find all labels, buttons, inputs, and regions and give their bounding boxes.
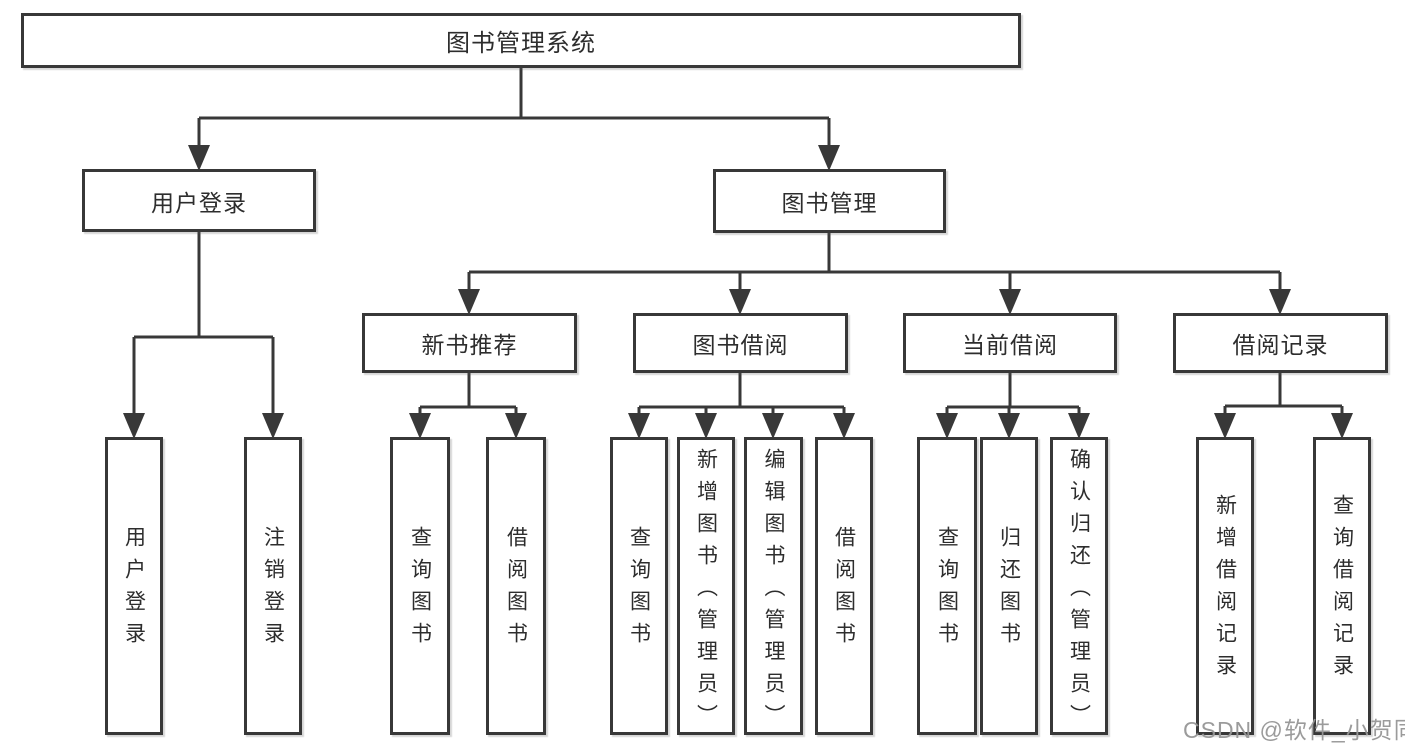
leaf-query-books-recommend: 查询图书 [390, 437, 450, 735]
node-borrowing-records: 借阅记录 [1173, 313, 1388, 373]
leaf-borrow-books-recommend: 借阅图书 [486, 437, 546, 735]
leaf-edit-books-admin: 编辑图书（管理员） [744, 437, 803, 736]
node-root-system: 图书管理系统 [21, 13, 1021, 68]
leaf-borrow-books: 借阅图书 [815, 437, 873, 735]
node-current-borrowing: 当前借阅 [903, 313, 1117, 373]
leaf-return-books: 归还图书 [980, 437, 1038, 735]
leaf-logout-login: 注销登录 [244, 437, 302, 735]
leaf-confirm-return-admin: 确认归还（管理员） [1050, 437, 1108, 736]
leaf-add-books-admin: 新增图书（管理员） [677, 437, 735, 736]
leaf-query-borrow-record: 查询借阅记录 [1313, 437, 1371, 735]
node-new-book-recommendation: 新书推荐 [362, 313, 577, 373]
leaf-query-books-current: 查询图书 [917, 437, 977, 735]
node-user-login: 用户登录 [82, 169, 316, 232]
node-book-borrowing: 图书借阅 [633, 313, 848, 373]
node-book-management: 图书管理 [713, 169, 946, 233]
leaf-add-borrow-record: 新增借阅记录 [1196, 437, 1254, 735]
arrowheads [123, 145, 1353, 439]
csdn-watermark: CSDN @软件_小贺同学 [1183, 717, 1405, 743]
leaf-user-login: 用户登录 [105, 437, 163, 735]
leaf-query-books-borrow: 查询图书 [610, 437, 668, 735]
